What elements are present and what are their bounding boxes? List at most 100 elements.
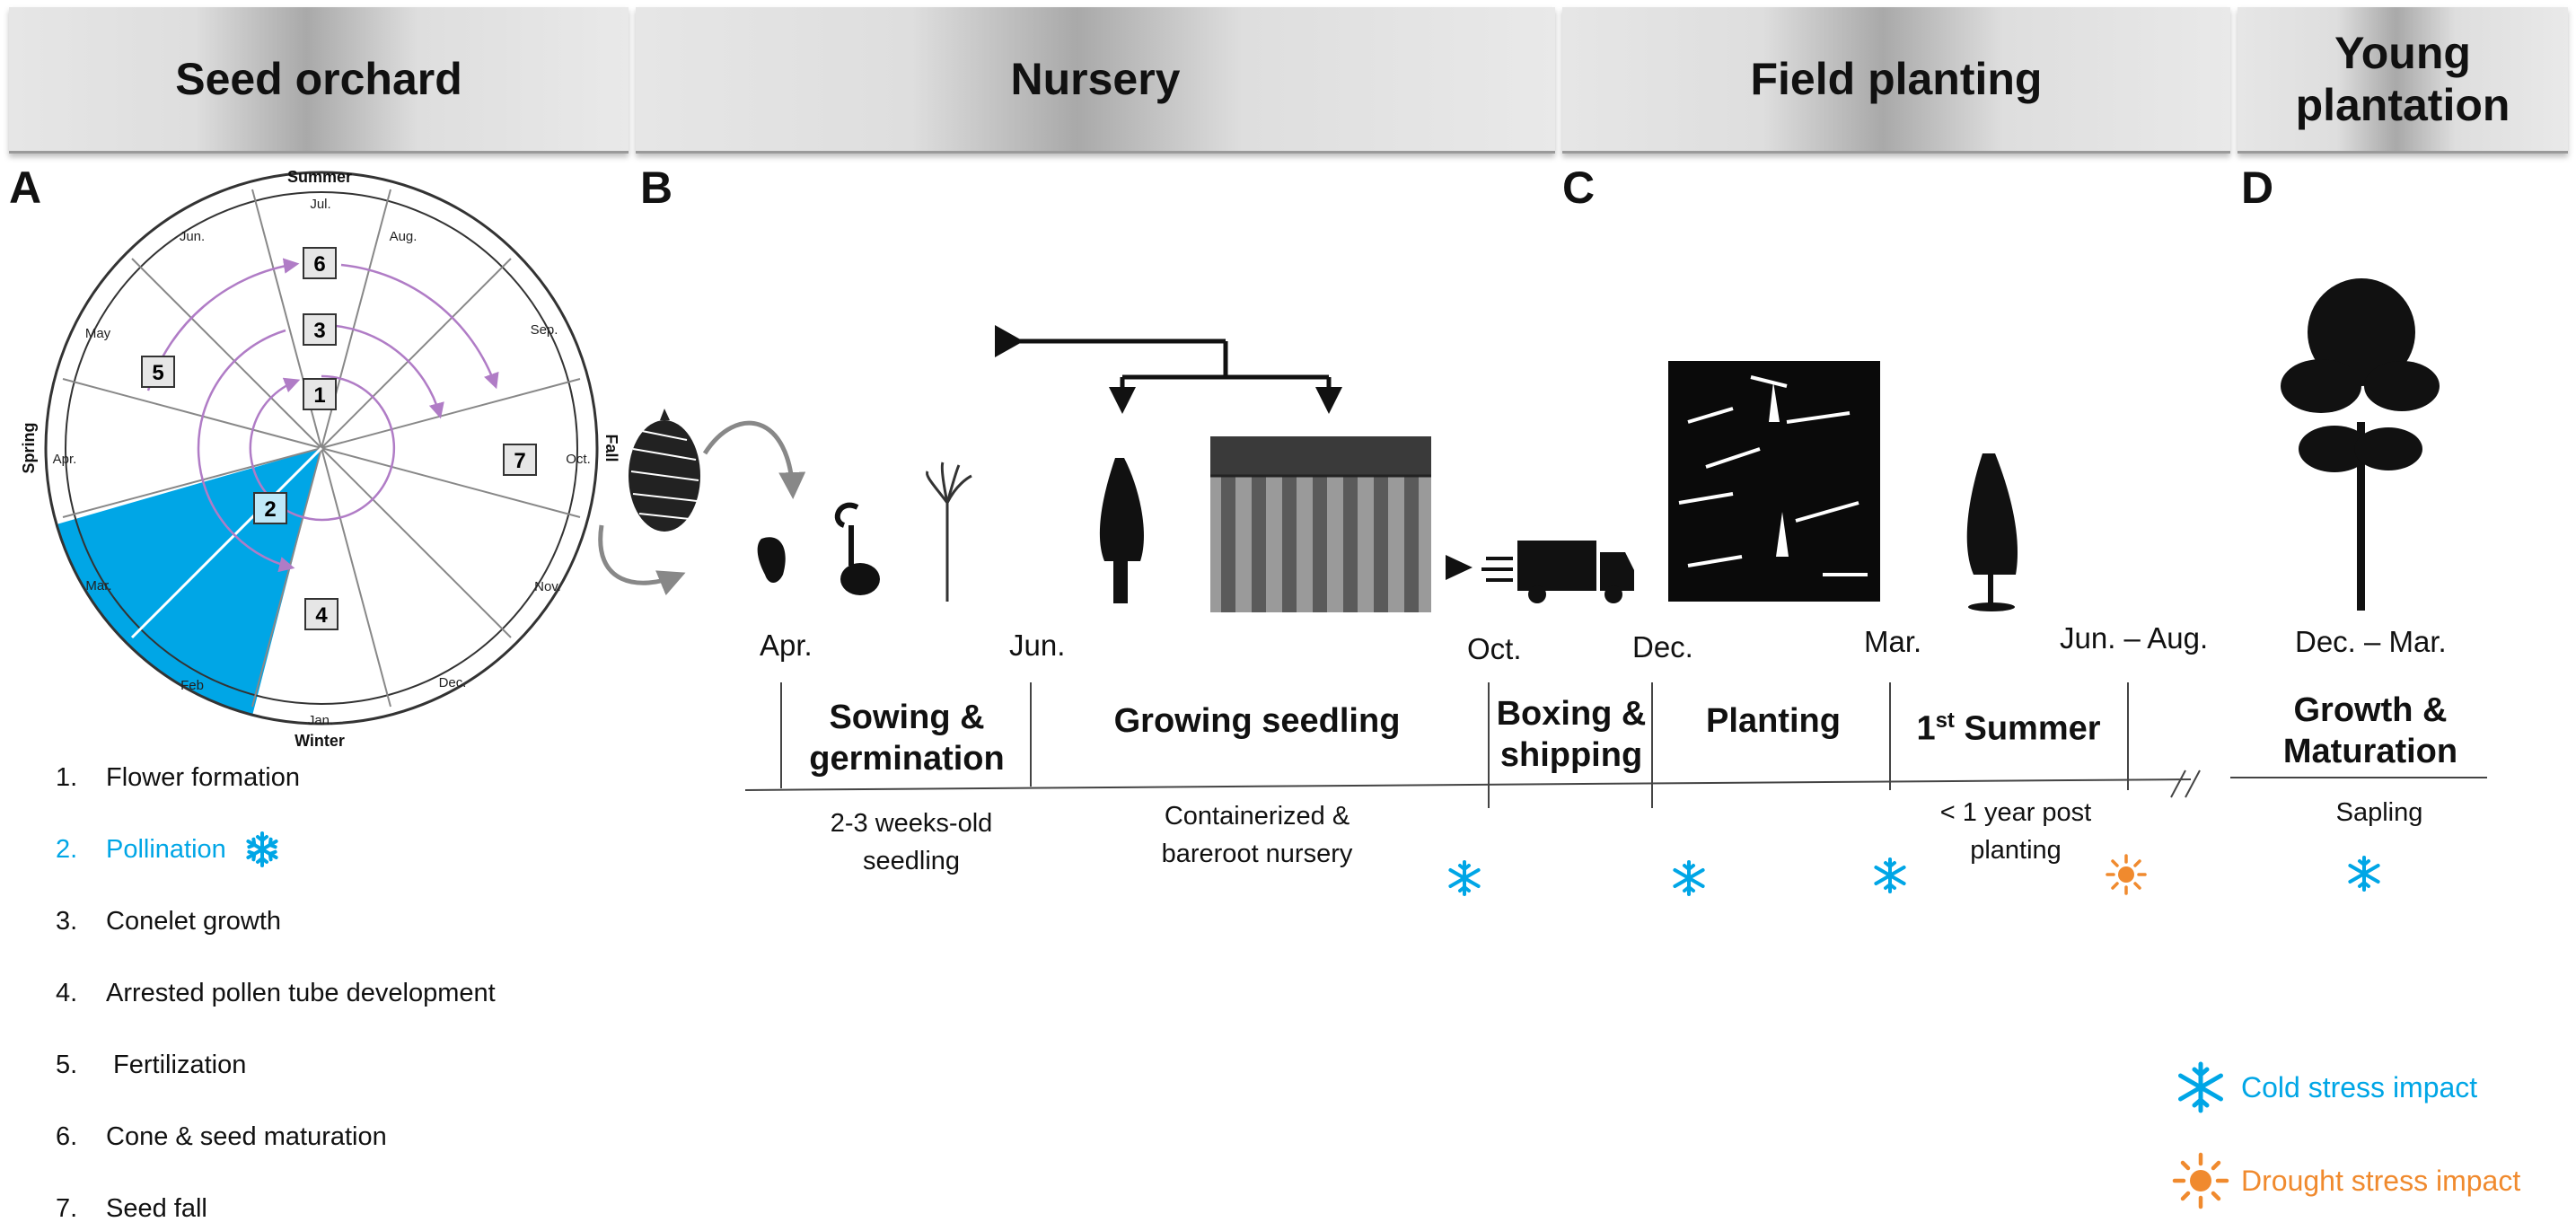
snowflake-icon	[1448, 860, 1481, 896]
panel-label-c: C	[1562, 163, 1596, 213]
sub-growing: Containerized & bareroot nursery	[1161, 802, 1353, 868]
list-item: 6. Cone & seed maturation	[56, 1122, 387, 1152]
seedling-icon	[926, 462, 972, 602]
reproductive-cycle-wheel: 1 2 3 4 5 6 7 Jul. Aug. Sep. Oct. Nov. D…	[20, 168, 620, 750]
month-aug: Aug.	[390, 229, 418, 244]
stage-box-5: 5	[152, 361, 163, 385]
outer-ring	[44, 171, 599, 725]
summer-label: Summer	[1954, 709, 2101, 748]
snowflake-icon	[1874, 857, 1906, 893]
timeline-month-dec: Dec.	[1632, 630, 1693, 664]
timeline-month-apr: Apr.	[760, 629, 813, 662]
cycle-arrow-icon	[598, 524, 686, 596]
season-winter: Winter	[295, 732, 345, 750]
panel-label-d: D	[2241, 163, 2274, 213]
header-young-plantation: Young plantation	[2238, 7, 2568, 154]
season-spring: Spring	[20, 423, 38, 474]
list-label: Seed fall	[106, 1194, 207, 1223]
summer-ordinal: 1	[1916, 709, 1936, 748]
snowflake-icon	[246, 831, 278, 867]
month-mar: Mar.	[85, 578, 111, 594]
month-may: May	[85, 326, 111, 341]
list-item: 5. Fertilization	[56, 1051, 246, 1080]
sun-icon	[2172, 1152, 2229, 1209]
list-item: 4. Arrested pollen tube development	[56, 979, 496, 1008]
stage-boxing-shipping: Boxing & shipping	[1496, 695, 1647, 774]
stage-planting: Planting	[1706, 702, 1841, 740]
list-number: 7.	[56, 1194, 78, 1223]
month-sep: Sep.	[531, 322, 558, 338]
header-field-planting: Field planting	[1562, 7, 2230, 154]
stage-box-3: 3	[313, 319, 325, 343]
list-number: 3.	[56, 907, 78, 936]
germinating-seed-icon	[834, 502, 880, 595]
mature-tree-icon	[2281, 278, 2440, 611]
timeline-month-jun-aug: Jun. – Aug.	[2060, 621, 2209, 655]
list-number: 4.	[56, 979, 78, 1007]
month-jan: Jan.	[308, 713, 333, 728]
month-nov: Nov.	[534, 579, 561, 594]
sub-summer: < 1 year post planting	[1939, 798, 2092, 865]
list-number: 5.	[56, 1051, 78, 1079]
panel-label-b: B	[640, 163, 673, 213]
summer-ordinal-suffix: st	[1935, 708, 1955, 733]
timeline-month-oct: Oct.	[1467, 632, 1522, 665]
list-number: 6.	[56, 1122, 78, 1151]
snowflake-icon	[1673, 860, 1705, 896]
snowflake-icon	[2348, 856, 2380, 892]
sun-icon	[2106, 854, 2147, 895]
header-nursery: Nursery	[636, 7, 1555, 154]
list-number: 2.	[56, 835, 78, 864]
stage-sowing-germination: Sowing & germination	[809, 699, 1005, 778]
snowflake-icon	[2178, 1061, 2223, 1113]
month-jun: Jun.	[180, 229, 205, 244]
season-fall: Fall	[602, 434, 620, 462]
stage-box-1: 1	[313, 383, 325, 408]
list-label: Conelet growth	[106, 907, 282, 936]
list-label: Flower formation	[106, 763, 300, 792]
sub-growth: Sapling	[2335, 798, 2423, 827]
list-item: 3. Conelet growth	[56, 907, 281, 936]
month-apr: Apr.	[53, 452, 77, 467]
header-seed-orchard: Seed orchard	[9, 7, 629, 154]
truck-icon	[1446, 541, 1634, 603]
field-planting-photo	[1668, 361, 1880, 602]
list-label: Fertilization	[106, 1051, 247, 1079]
inner-ring	[65, 191, 578, 705]
legend-drought-label: Drought stress impact	[2241, 1164, 2521, 1197]
list-label: Cone & seed maturation	[106, 1122, 387, 1151]
list-number: 1.	[56, 763, 78, 792]
list-label: Pollination	[106, 835, 226, 864]
pine-cone-icon	[629, 409, 700, 532]
stage-first-summer: 1st Summer	[1896, 700, 2121, 750]
stage-growing-seedling: Growing seedling	[1113, 702, 1401, 740]
panel-label-a: A	[9, 163, 42, 213]
stage-box-7: 7	[514, 449, 525, 473]
month-feb: Feb	[180, 678, 204, 693]
legend-cold-label: Cold stress impact	[2241, 1070, 2478, 1104]
seed-icon	[757, 537, 786, 583]
stage-box-4: 4	[315, 603, 328, 628]
list-item: 1. Flower formation	[56, 763, 300, 793]
stage-box-6: 6	[313, 252, 325, 277]
nursery-field-photo	[1210, 436, 1431, 612]
month-oct: Oct.	[566, 452, 591, 467]
legend-drought: Drought stress impact	[2171, 1151, 2520, 1210]
season-summer: Summer	[287, 168, 352, 186]
list-label: Arrested pollen tube development	[106, 979, 496, 1007]
young-pine-icon	[1966, 453, 2018, 611]
month-dec: Dec.	[439, 675, 467, 690]
month-jul: Jul.	[310, 197, 330, 212]
list-item: 7. Seed fall	[56, 1194, 207, 1224]
sub-sowing: 2-3 weeks-old seedling	[830, 809, 993, 875]
timeline-month-mar: Mar.	[1864, 625, 1922, 658]
stage-growth-maturation: Growth & Maturation	[2282, 691, 2458, 770]
stage-box-2: 2	[264, 497, 276, 522]
legend-cold: Cold stress impact	[2173, 1060, 2477, 1115]
cycle-arrow-icon	[702, 420, 806, 499]
container-seedling-icon	[1099, 458, 1144, 603]
timeline-month-dec-mar: Dec. – Mar.	[2295, 625, 2447, 658]
timeline-month-jun: Jun.	[1009, 629, 1066, 662]
list-item: 2. Pollination	[56, 831, 282, 869]
